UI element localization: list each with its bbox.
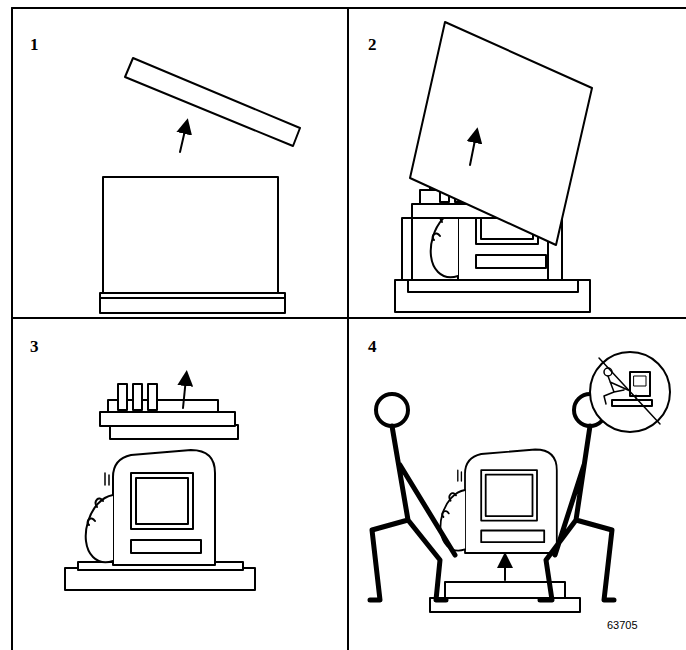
step-number: 4: [368, 338, 377, 355]
step-number: 3: [30, 338, 39, 355]
figure-code: 63705: [607, 620, 638, 631]
panel-1-lid-removal: [100, 58, 300, 313]
panel-4-two-person-lift: [370, 352, 670, 612]
step-number: 2: [368, 36, 377, 53]
panel-grid: [12, 8, 686, 650]
panel-3-packing-removal: [65, 378, 255, 590]
panel-2-box-removal: [395, 22, 592, 312]
step-number: 1: [30, 36, 39, 53]
